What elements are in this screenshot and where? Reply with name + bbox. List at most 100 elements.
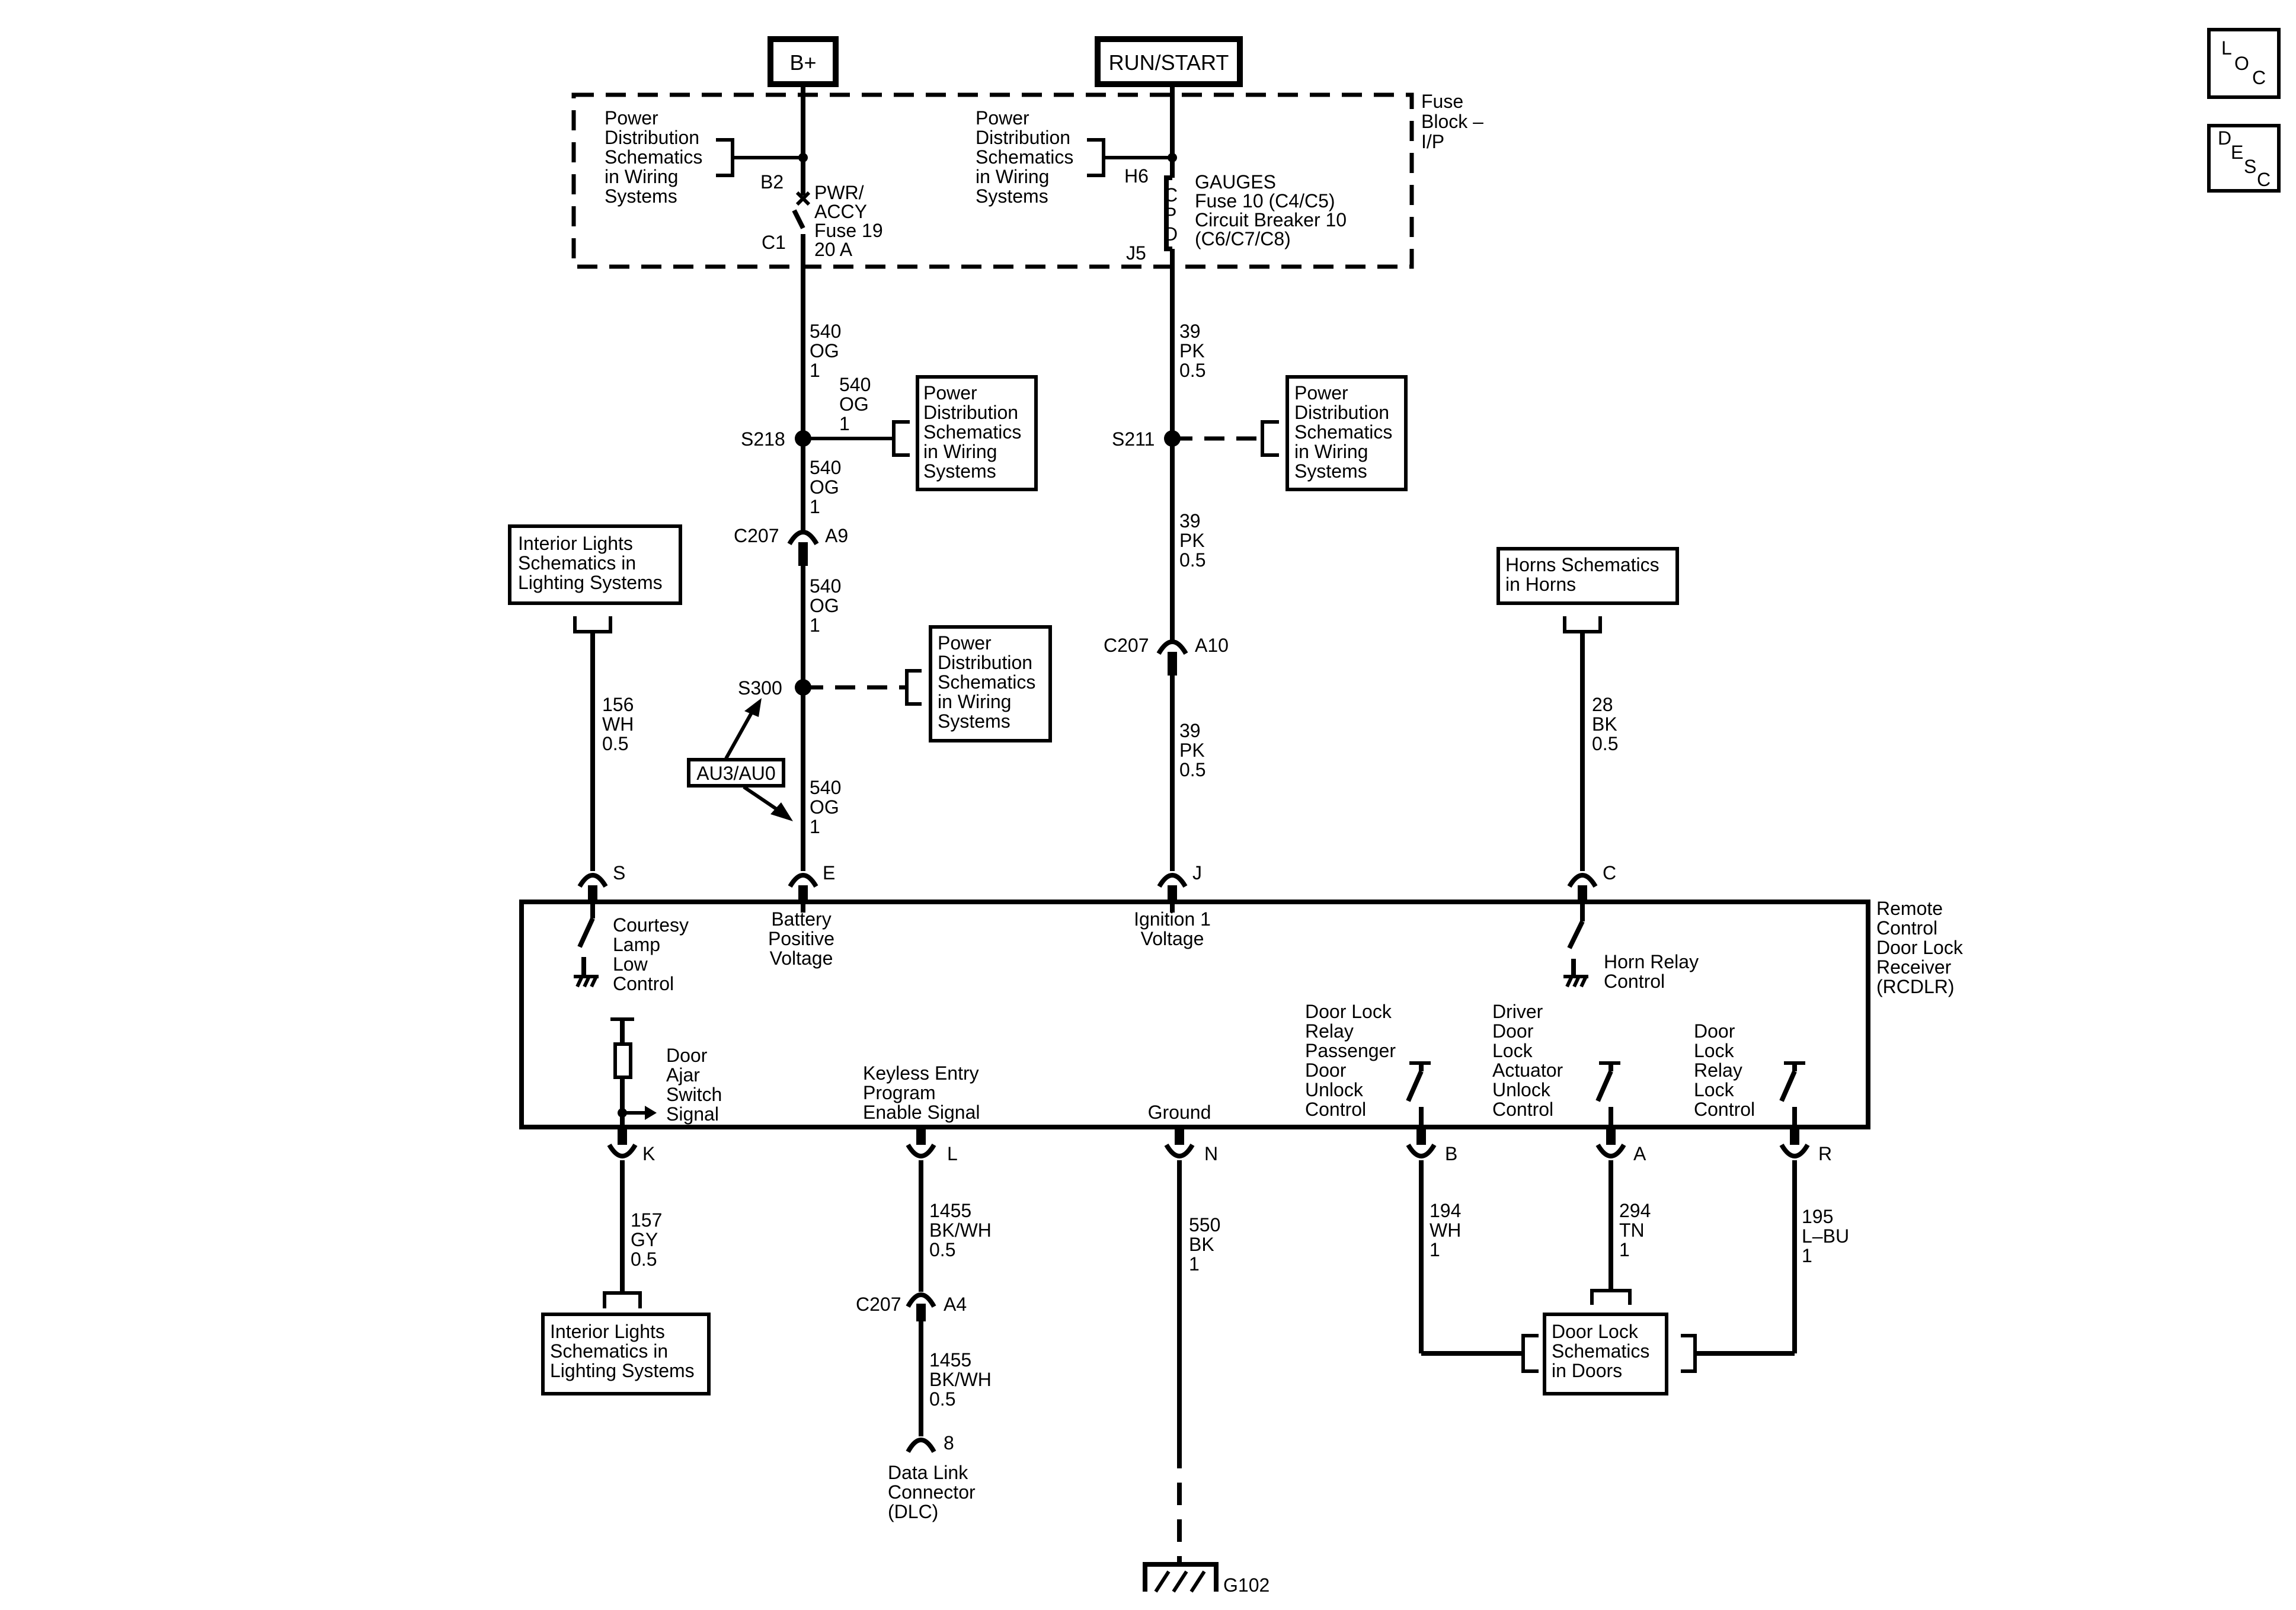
svg-text:0.5: 0.5 bbox=[929, 1388, 955, 1410]
svg-text:Receiver: Receiver bbox=[1876, 956, 1952, 978]
rcdlr-label: Remote Control Door Lock Receiver (RCDLR… bbox=[1876, 898, 1964, 997]
fuse-block-label: Fuse Block – I/P bbox=[1421, 91, 1483, 152]
svg-text:1: 1 bbox=[810, 614, 820, 636]
svg-text:540: 540 bbox=[810, 575, 841, 597]
run-start-source: RUN/START bbox=[1095, 36, 1243, 87]
svg-text:Schematics: Schematics bbox=[605, 146, 702, 168]
svg-text:157: 157 bbox=[631, 1209, 662, 1231]
svg-text:R: R bbox=[1818, 1143, 1832, 1164]
svg-text:0.5: 0.5 bbox=[602, 733, 628, 754]
svg-text:1: 1 bbox=[1430, 1239, 1440, 1260]
svg-text:Interior Lights: Interior Lights bbox=[550, 1321, 665, 1342]
svg-text:194: 194 bbox=[1430, 1200, 1461, 1221]
dlc-label: Data Link Connector (DLC) bbox=[888, 1462, 976, 1522]
a9-label: A9 bbox=[825, 525, 848, 546]
svg-text:PK: PK bbox=[1179, 340, 1205, 361]
svg-text:BK/WH: BK/WH bbox=[929, 1219, 992, 1241]
svg-text:Schematics: Schematics bbox=[923, 421, 1021, 443]
svg-text:PWR/: PWR/ bbox=[814, 182, 864, 203]
svg-text:Distribution: Distribution bbox=[938, 652, 1032, 673]
svg-text:Unlock: Unlock bbox=[1492, 1079, 1551, 1100]
courtesy-lamp-switch: Courtesy Lamp Low Control bbox=[574, 904, 689, 994]
lock-control-switch: Door Lock Relay Lock Control bbox=[1694, 1020, 1805, 1144]
svg-text:Passenger: Passenger bbox=[1305, 1040, 1396, 1061]
desc-letter-2: E bbox=[2231, 142, 2243, 163]
connector-pin-b: B bbox=[1406, 1126, 1457, 1164]
svg-text:Door: Door bbox=[1694, 1020, 1735, 1042]
connector-pin-e: E bbox=[788, 862, 835, 904]
svg-text:P: P bbox=[1164, 204, 1176, 225]
wire-156-wh: 156 WH 0.5 bbox=[590, 632, 634, 871]
svg-text:Distribution: Distribution bbox=[976, 127, 1070, 148]
c207-a9-label: C207 bbox=[734, 525, 779, 546]
a10-label: A10 bbox=[1195, 635, 1229, 656]
keyless-entry-label: Keyless Entry Program Enable Signal bbox=[863, 1062, 980, 1123]
svg-text:B: B bbox=[1445, 1143, 1457, 1164]
svg-text:Schematics: Schematics bbox=[1294, 421, 1392, 443]
desc-letter-1: D bbox=[2218, 127, 2231, 149]
svg-text:1: 1 bbox=[839, 413, 850, 434]
svg-text:A: A bbox=[1633, 1143, 1646, 1164]
svg-text:1: 1 bbox=[810, 360, 820, 381]
fuse-19: B2 C1 PWR/ ACCY Fuse 19 20 A bbox=[760, 84, 883, 267]
svg-text:Systems: Systems bbox=[923, 460, 996, 482]
svg-text:Horns Schematics: Horns Schematics bbox=[1505, 554, 1659, 575]
a4-label: A4 bbox=[944, 1294, 967, 1315]
svg-text:Lighting Systems: Lighting Systems bbox=[518, 572, 663, 593]
desc-letter-4: C bbox=[2257, 169, 2271, 190]
svg-text:540: 540 bbox=[810, 321, 841, 342]
svg-text:Door: Door bbox=[1492, 1020, 1534, 1042]
svg-text:Schematics in: Schematics in bbox=[550, 1340, 668, 1362]
wire-550-bk: 550 BK 1 bbox=[1177, 1160, 1220, 1564]
svg-text:Low: Low bbox=[613, 953, 648, 975]
svg-text:Connector: Connector bbox=[888, 1481, 976, 1503]
svg-text:C: C bbox=[1164, 184, 1178, 206]
ignition-voltage-label: Ignition 1 Voltage bbox=[1134, 904, 1211, 949]
b-plus-label: B+ bbox=[789, 50, 816, 75]
svg-text:Voltage: Voltage bbox=[770, 948, 833, 969]
desc-box[interactable]: D E S C bbox=[2207, 124, 2281, 193]
svg-text:GY: GY bbox=[631, 1229, 658, 1250]
pd-ref-s300: Power Distribution Schematics in Wiring … bbox=[803, 625, 1052, 742]
gauges-bottom-pin: J5 bbox=[1126, 242, 1146, 264]
svg-text:156: 156 bbox=[602, 694, 634, 715]
svg-text:0.5: 0.5 bbox=[631, 1249, 657, 1270]
svg-text:Fuse 10 (C4/C5): Fuse 10 (C4/C5) bbox=[1195, 190, 1335, 212]
svg-text:OG: OG bbox=[810, 476, 839, 498]
svg-text:AU3/AU0: AU3/AU0 bbox=[696, 763, 775, 784]
dlc-pin: 8 bbox=[944, 1432, 954, 1454]
svg-text:Switch: Switch bbox=[666, 1084, 722, 1105]
loc-box[interactable]: L O C bbox=[2207, 28, 2281, 99]
connector-pin-j: J bbox=[1157, 862, 1202, 904]
svg-text:Power: Power bbox=[976, 107, 1029, 129]
svg-text:Power: Power bbox=[923, 382, 977, 404]
svg-text:Keyless Entry: Keyless Entry bbox=[863, 1062, 979, 1084]
fuse19-bottom-pin: C1 bbox=[762, 232, 786, 253]
svg-text:D: D bbox=[1164, 223, 1178, 245]
svg-text:0.5: 0.5 bbox=[1179, 759, 1205, 780]
svg-text:Relay: Relay bbox=[1305, 1020, 1354, 1042]
svg-text:Lock: Lock bbox=[1694, 1079, 1735, 1100]
gauges-top-pin: H6 bbox=[1124, 165, 1149, 187]
svg-text:BK: BK bbox=[1189, 1234, 1214, 1255]
c207-a10-label: C207 bbox=[1104, 635, 1149, 656]
svg-text:Control: Control bbox=[613, 973, 674, 994]
svg-text:195: 195 bbox=[1802, 1206, 1833, 1227]
svg-text:K: K bbox=[642, 1143, 655, 1164]
svg-text:WH: WH bbox=[1430, 1219, 1461, 1241]
svg-text:Driver: Driver bbox=[1492, 1001, 1543, 1022]
svg-text:Ajar: Ajar bbox=[666, 1064, 700, 1086]
svg-text:20 A: 20 A bbox=[814, 239, 853, 260]
svg-text:550: 550 bbox=[1189, 1214, 1220, 1235]
svg-text:C: C bbox=[1603, 862, 1616, 884]
svg-text:Program: Program bbox=[863, 1082, 936, 1103]
fuse-block-outline bbox=[571, 92, 1414, 269]
svg-text:Horn Relay: Horn Relay bbox=[1604, 951, 1699, 972]
svg-text:Power: Power bbox=[605, 107, 658, 129]
svg-text:1: 1 bbox=[1189, 1253, 1200, 1275]
g102-label: G102 bbox=[1223, 1574, 1269, 1596]
connector-pin-s: S bbox=[577, 862, 625, 904]
interior-lights-ref-bottom: Interior Lights Schematics in Lighting S… bbox=[541, 1313, 711, 1395]
svg-text:294: 294 bbox=[1619, 1200, 1651, 1221]
svg-text:BK/WH: BK/WH bbox=[929, 1369, 992, 1390]
